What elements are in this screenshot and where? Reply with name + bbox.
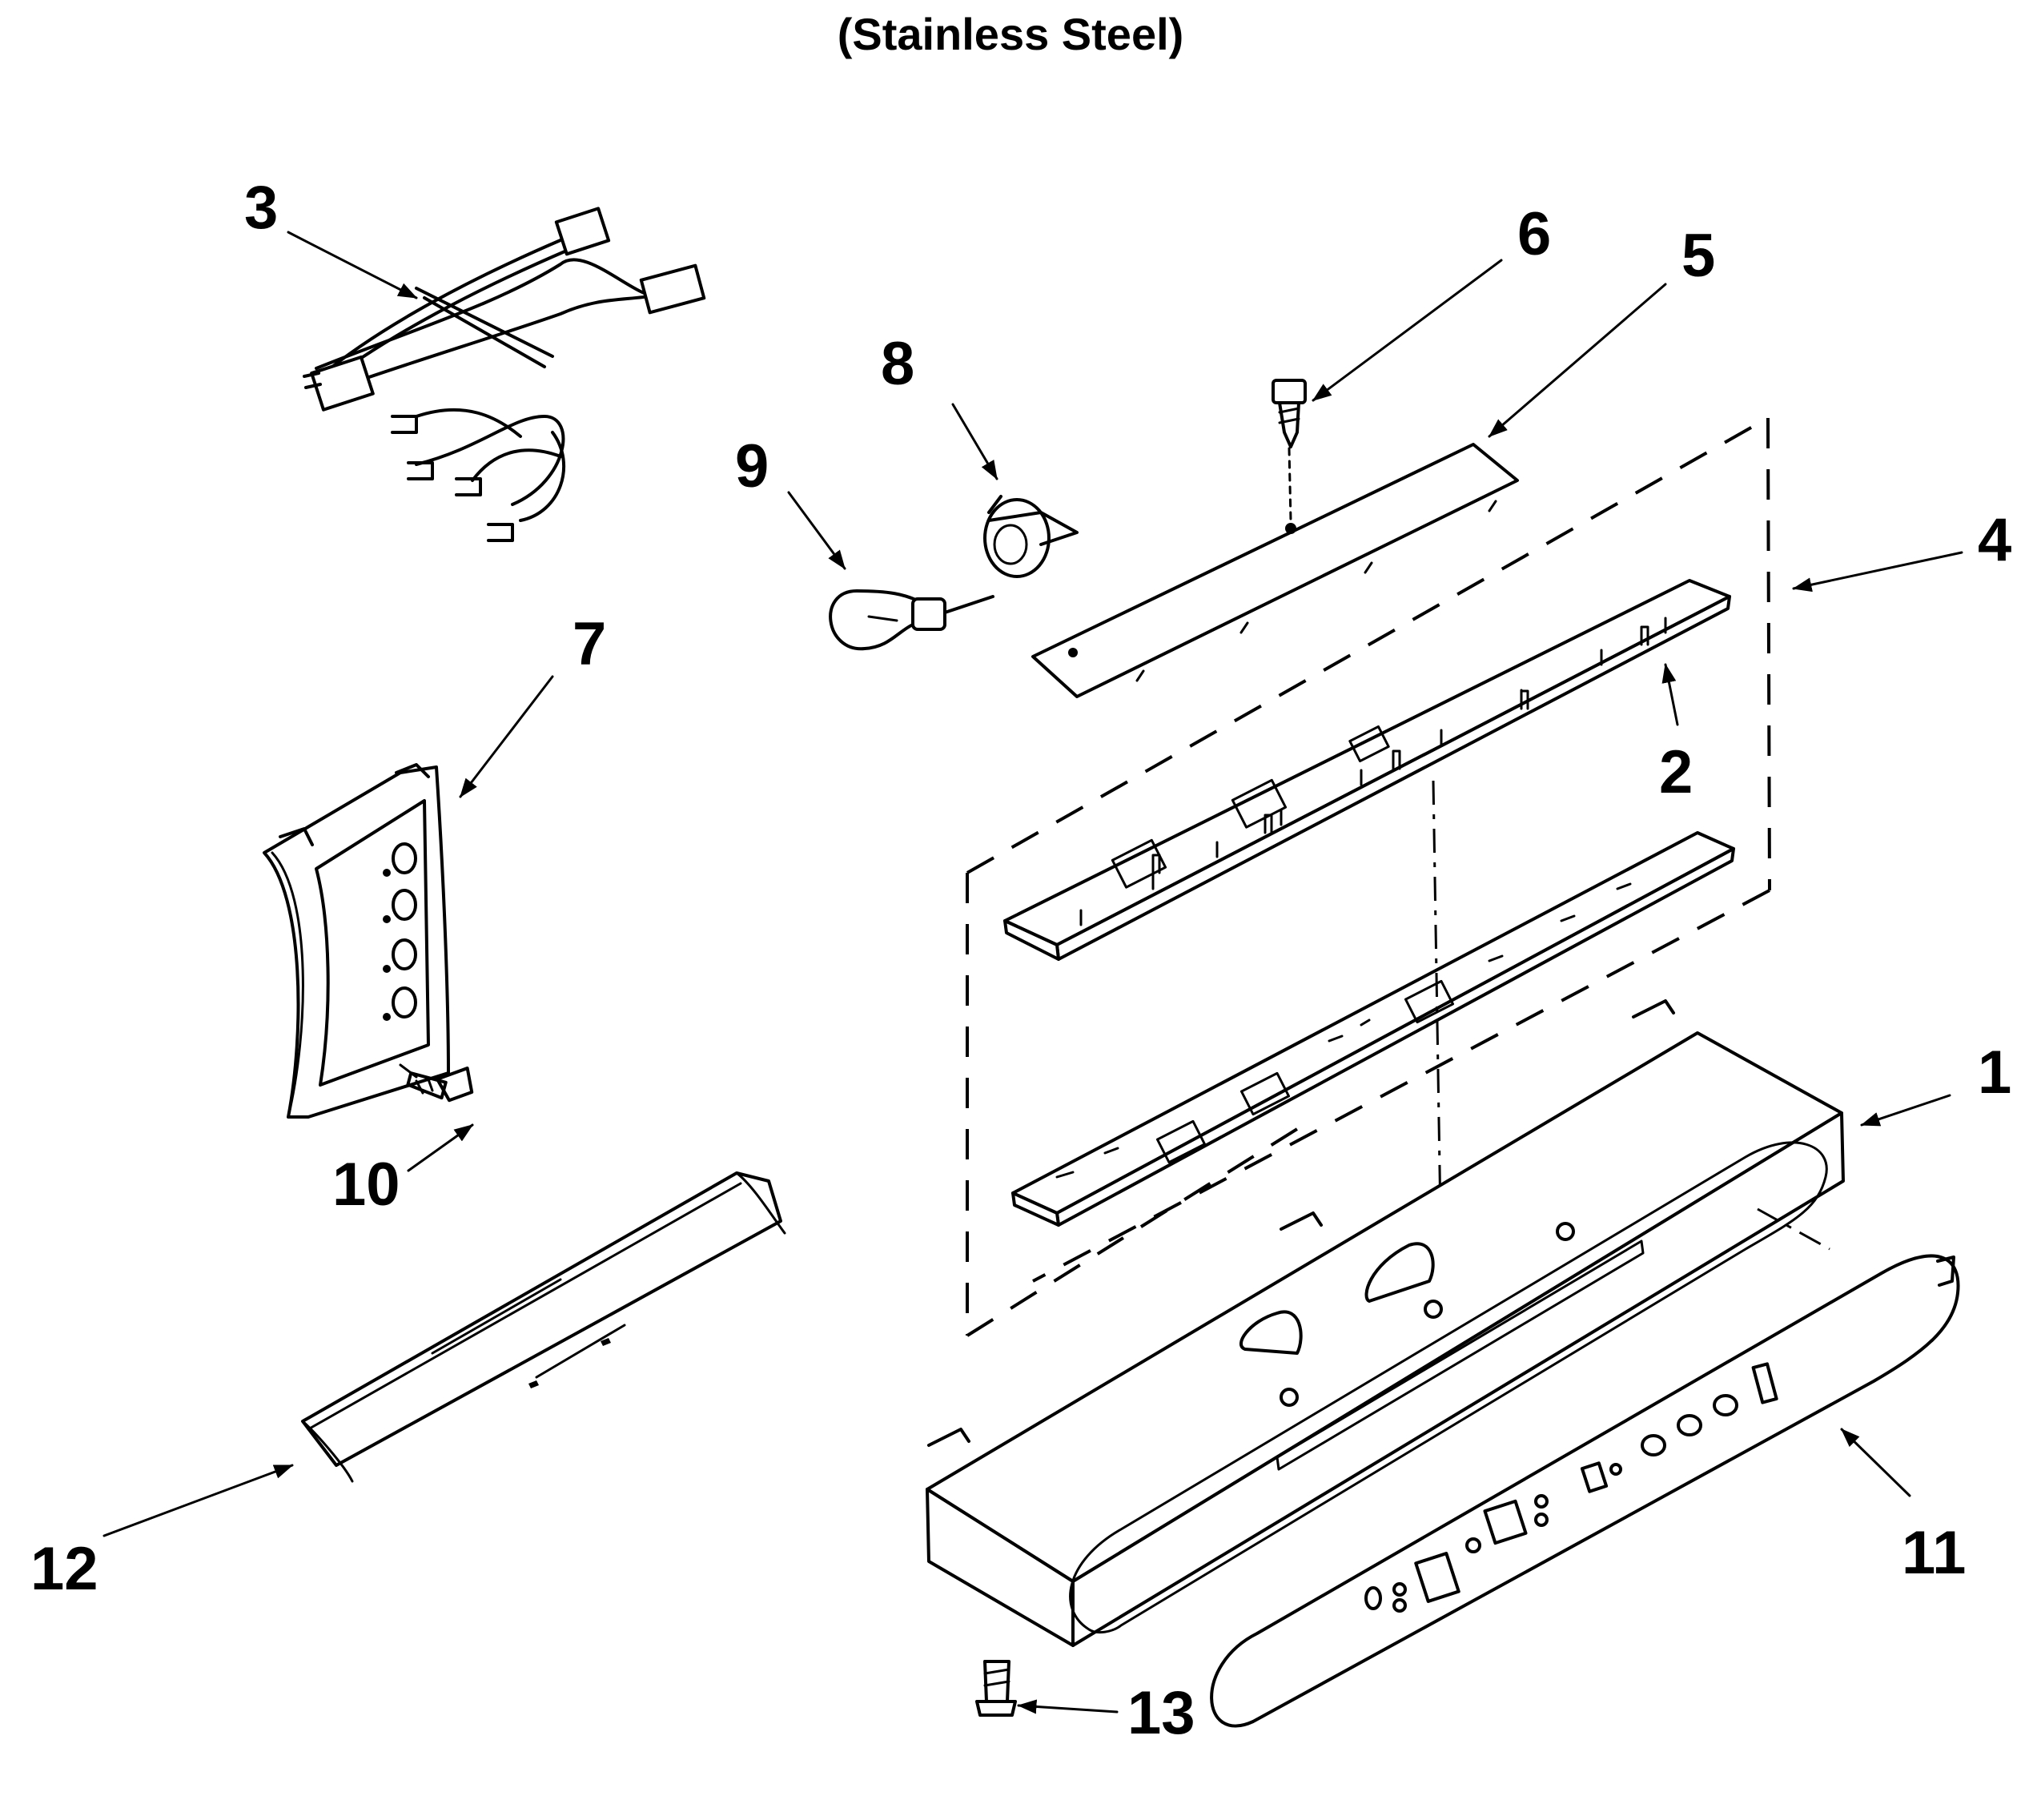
cover-plate-part [1031, 443, 1519, 698]
callout-6: 6 [1517, 200, 1551, 268]
callout-11: 11 [1902, 1519, 1966, 1587]
callout-2: 2 [1659, 738, 1693, 806]
bulb-socket-part [983, 495, 1079, 578]
button-bezel-part [263, 763, 450, 1119]
callout-numbers: 1 2 3 4 5 6 7 8 9 10 11 12 13 [30, 174, 2011, 1747]
wire-harness-part [303, 207, 706, 542]
control-housing-part [926, 999, 1845, 1647]
screw-part-6 [1272, 379, 1307, 522]
screw-part-13 [975, 1660, 1017, 1717]
callout-5: 5 [1681, 222, 1715, 290]
callout-13: 13 [1127, 1679, 1195, 1747]
callout-9: 9 [735, 432, 769, 500]
diagram-title: (Stainless Steel) [838, 9, 1184, 59]
callout-8: 8 [881, 330, 914, 398]
callout-12: 12 [30, 1535, 98, 1603]
callout-3: 3 [244, 174, 278, 242]
light-bulb-part [829, 589, 994, 651]
callout-leaders [102, 231, 1963, 1714]
screw-part-10 [399, 1063, 474, 1103]
control-board-part [1003, 579, 1731, 961]
callout-1: 1 [1978, 1039, 2011, 1107]
control-overlay-part [1210, 1254, 1960, 1728]
callout-4: 4 [1978, 506, 2011, 574]
callout-10: 10 [332, 1151, 400, 1219]
lower-control-board [1011, 831, 1735, 1227]
trim-channel-part [301, 1171, 786, 1483]
control-board-assembly-outline [966, 416, 1771, 1337]
callout-7: 7 [573, 610, 606, 678]
